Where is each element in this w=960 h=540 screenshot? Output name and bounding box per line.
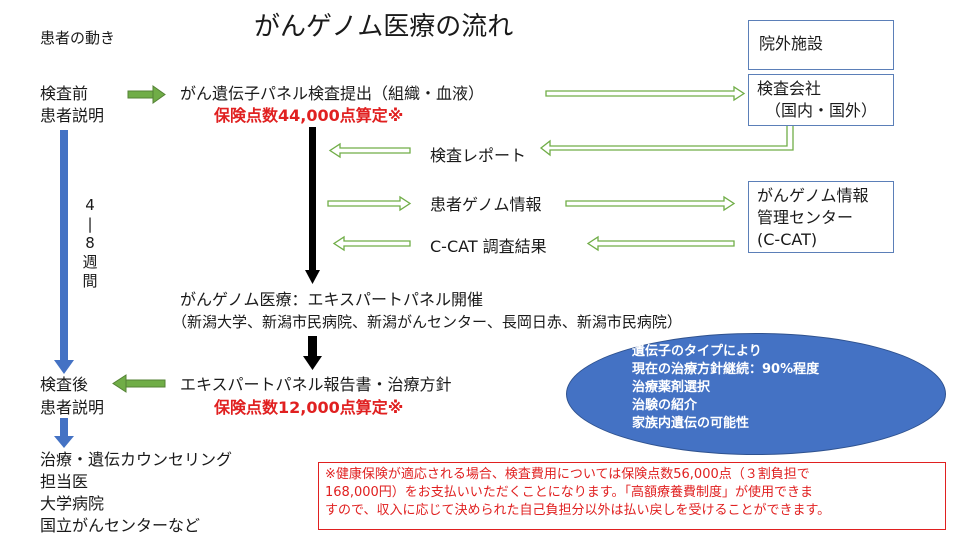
notice-line: ※健康保険が適応される場合、検査費用については保険点数56,000点（３割負担で xyxy=(325,467,810,482)
duration-char: 間 xyxy=(82,272,98,290)
destination-item: 治療・遺伝カウンセリング xyxy=(40,450,233,469)
genome-info-label: 患者ゲノム情報 xyxy=(430,195,542,214)
destination-item: 大学病院 xyxy=(40,494,105,513)
outcome-item: 治験の紹介 xyxy=(632,398,698,413)
hollow-arrow-to-company xyxy=(545,85,746,102)
outcome-list: 遺伝子のタイプにより 現在の治療方針継続：90%程度 治療薬剤選択 治験の紹介 … xyxy=(632,343,819,433)
patient-flow-label: 患者の動き xyxy=(40,29,116,47)
ccat-center-line3: (C-CAT) xyxy=(757,230,818,249)
hollow-arrow-ccat-right xyxy=(586,235,735,252)
after-label-line2: 患者説明 xyxy=(40,398,105,417)
report-label: 検査レポート xyxy=(430,146,527,165)
hollow-arrow-report xyxy=(539,123,794,157)
destination-item: 担当医 xyxy=(40,472,89,491)
hollow-arrow-genome-left xyxy=(327,195,412,212)
hollow-arrow-ccat-left xyxy=(332,235,411,252)
black-arrow-to-panel xyxy=(305,127,320,284)
external-facility-box: 院外施設 xyxy=(748,20,894,70)
testing-company-box: 検査会社 （国内・国外） xyxy=(748,74,894,126)
patient-timeline-arrow xyxy=(54,130,74,374)
outcome-item: 治療薬剤選択 xyxy=(632,380,711,395)
notice-line: すので、収入に応じて決められた自己負担分以外は払い戻しを受けることができます。 xyxy=(325,503,831,518)
ccat-center-line1: がんゲノム情報 xyxy=(757,186,869,205)
ccat-center-box: がんゲノム情報 管理センター (C-CAT) xyxy=(748,181,894,253)
outcome-item: 現在の治療方針継続：90%程度 xyxy=(632,362,820,377)
expert-panel-label: がんゲノム医療：エキスパートパネル開催 xyxy=(180,290,484,309)
submit-points-label: 保険点数44,000点算定※ xyxy=(214,106,404,125)
ccat-center-line2: 管理センター xyxy=(757,208,854,227)
insurance-notice: ※健康保険が適応される場合、検査費用については保険点数56,000点（３割負担で… xyxy=(318,462,946,530)
destinations-arrow xyxy=(54,418,74,448)
expert-panel-hospitals: （新潟大学、新潟市民病院、新潟がんセンター、長岡日赤、新潟市民病院） xyxy=(172,313,682,331)
destination-item: 国立がんセンターなど xyxy=(40,516,201,535)
notice-line: 168,000円）をお支払いいただくことになります。「高額療養費制度」が使用でき… xyxy=(325,485,813,500)
testing-company-line1: 検査会社 xyxy=(757,79,822,98)
green-arrow-return xyxy=(112,374,166,393)
external-facility-label: 院外施設 xyxy=(759,34,824,53)
green-arrow-submit xyxy=(127,85,166,104)
duration-char: | xyxy=(87,215,93,233)
report-points-label: 保険点数12,000点算定※ xyxy=(214,398,404,417)
outcome-item: 家族内遺伝の可能性 xyxy=(632,416,750,431)
duration-char: 週 xyxy=(82,253,98,271)
hollow-arrow-genome-right xyxy=(565,195,736,212)
duration-char: 8 xyxy=(85,234,95,252)
duration-label: 4 | 8 週 間 xyxy=(82,196,98,291)
before-label-line2: 患者説明 xyxy=(40,106,105,125)
outcome-ellipse xyxy=(566,333,946,455)
page-title: がんゲノム医療の流れ xyxy=(254,12,514,42)
before-label-line1: 検査前 xyxy=(40,84,89,103)
after-label-line1: 検査後 xyxy=(40,375,89,394)
panel-submit-label: がん遺伝子パネル検査提出（組織・血液） xyxy=(180,84,485,103)
black-arrow-to-report xyxy=(303,336,322,370)
testing-company-line2: （国内・国外） xyxy=(765,101,878,120)
outcome-item: 遺伝子のタイプにより xyxy=(632,344,762,359)
report-plan-label: エキスパートパネル報告書・治療方針 xyxy=(180,375,452,394)
hollow-arrow-report-left xyxy=(328,142,411,159)
duration-char: 4 xyxy=(85,196,95,214)
ccat-result-label: C-CAT 調査結果 xyxy=(430,237,547,256)
